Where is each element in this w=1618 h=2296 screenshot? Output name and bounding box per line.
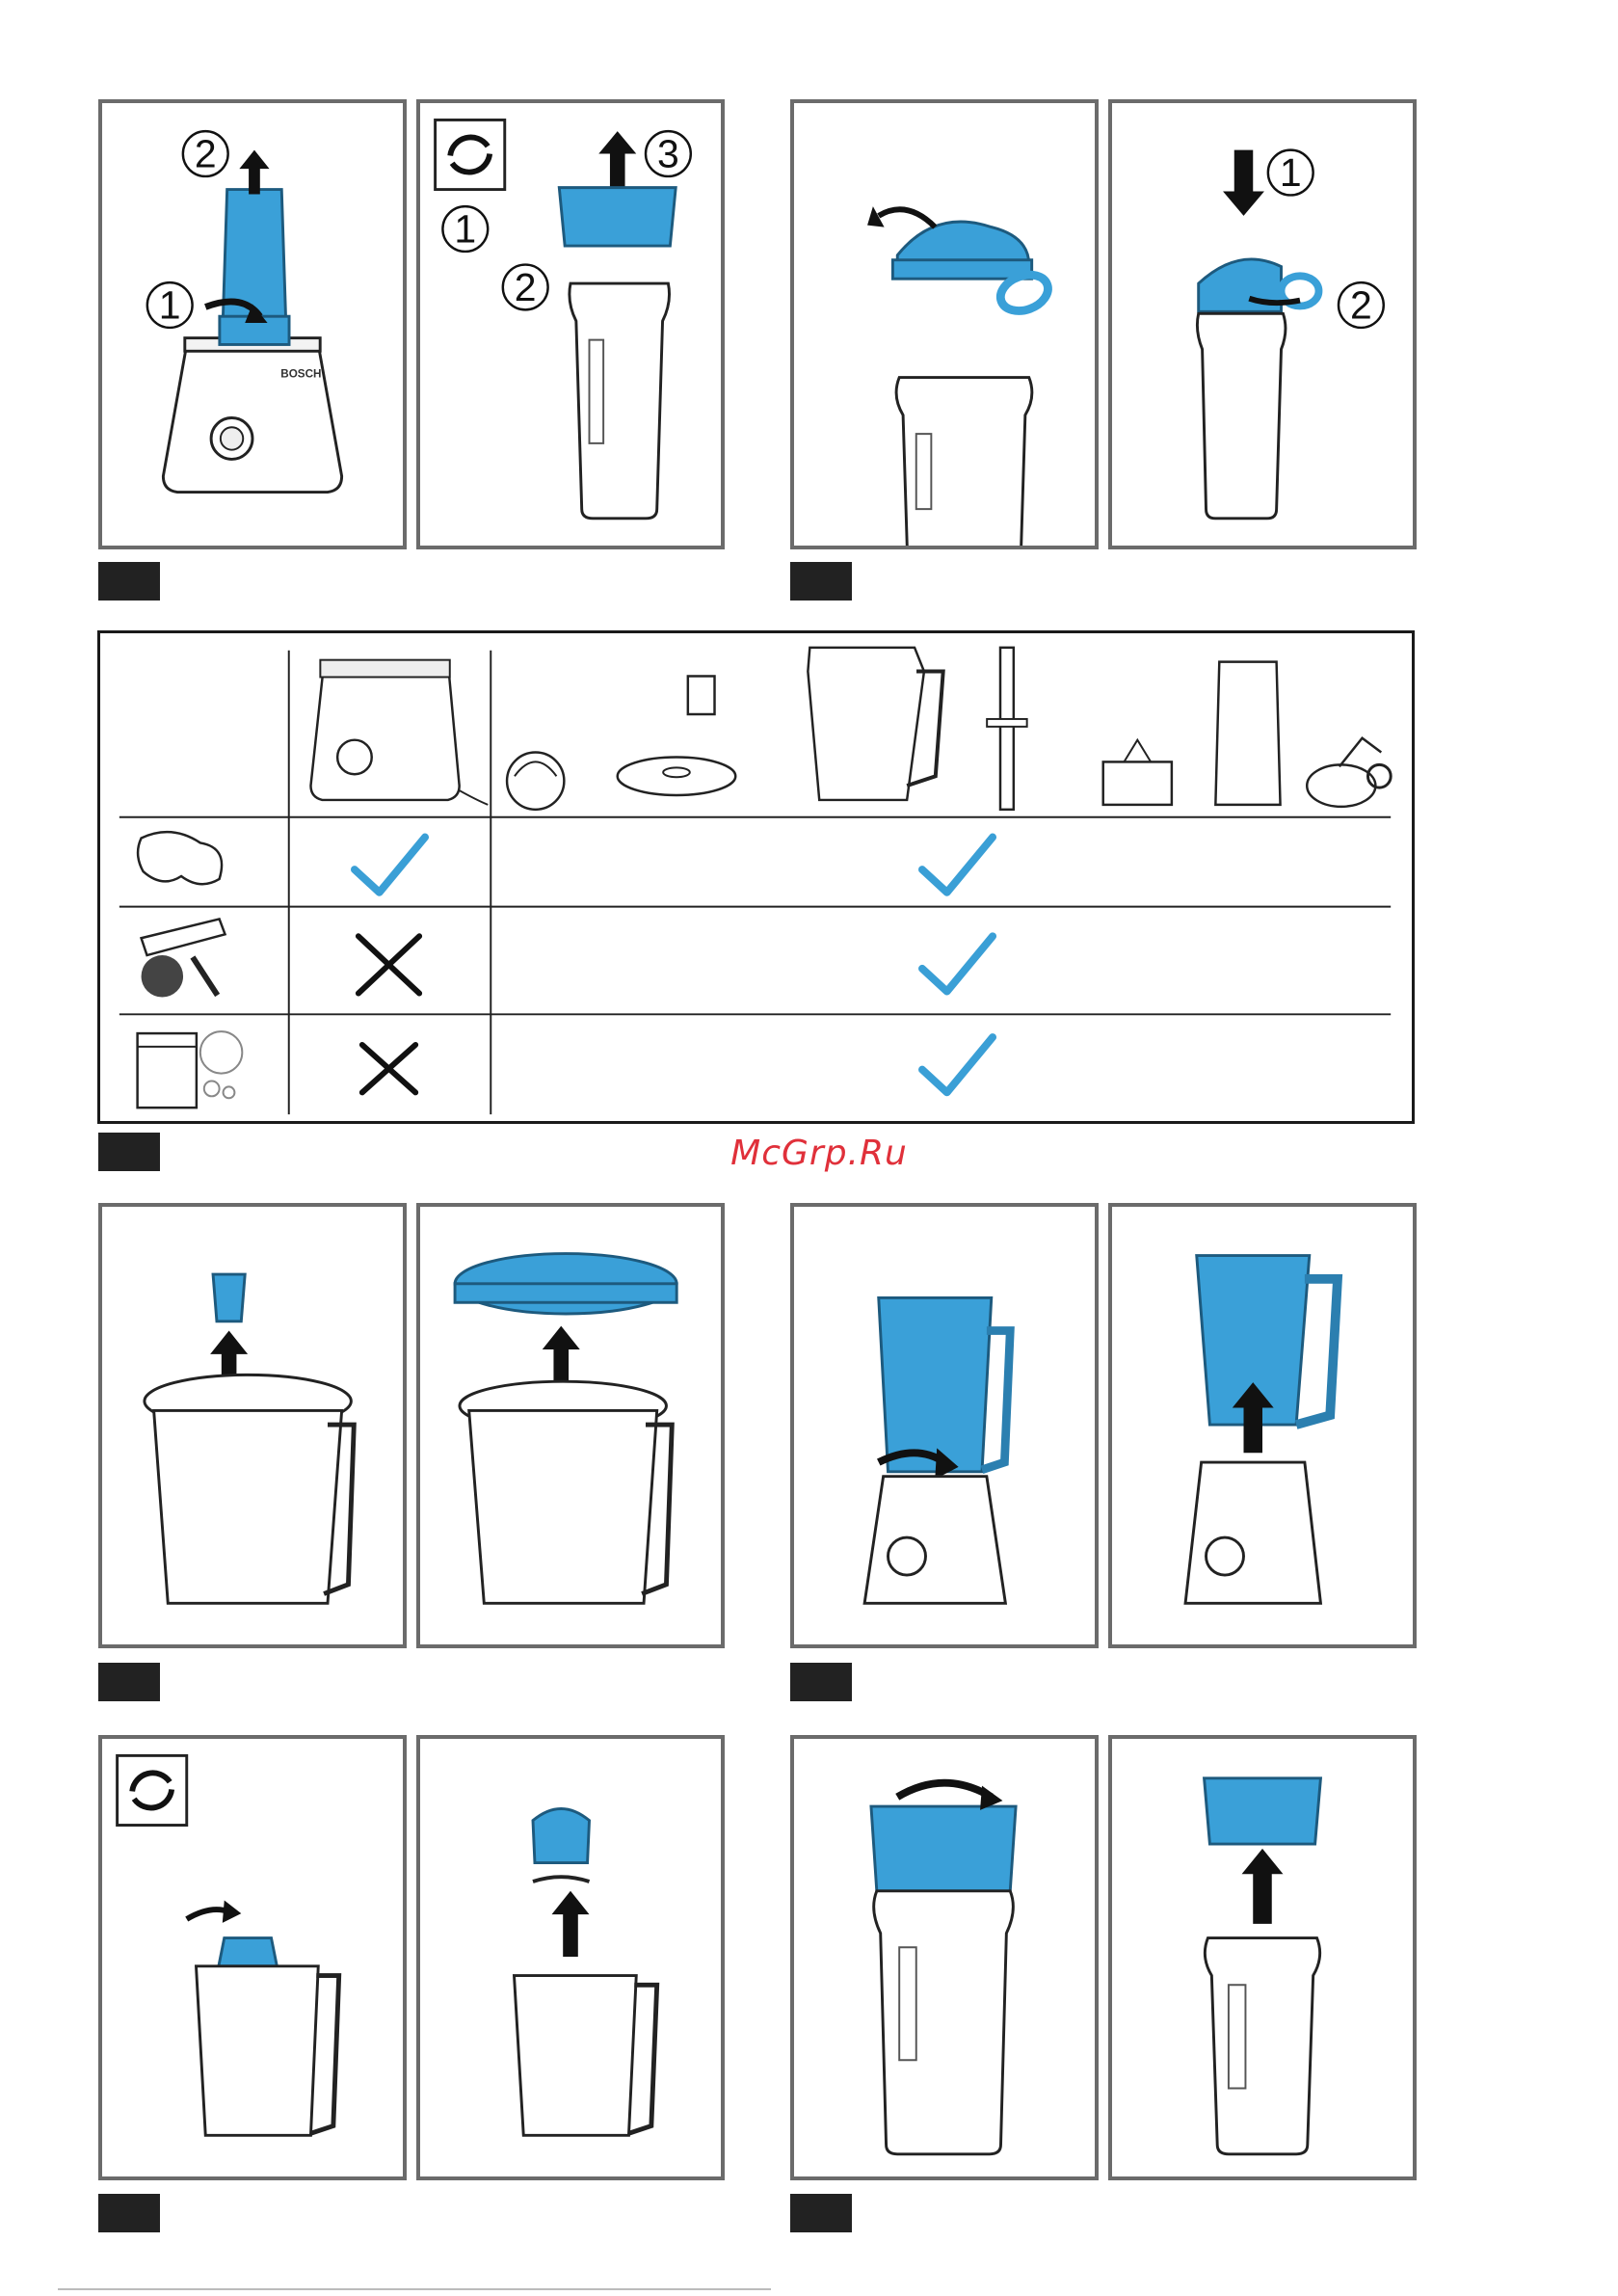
marker-2: 2 [1350, 283, 1372, 328]
tamper-icon [987, 648, 1027, 810]
panel-remove-bottle: BOSCH 2 1 [98, 99, 407, 549]
arrow-up-icon [552, 1891, 590, 1957]
curved-arrow-icon [187, 1909, 229, 1919]
arrow-up-icon [239, 150, 269, 195]
panel-open-bottle-lid [790, 99, 1099, 549]
panel-remove-jug [1108, 1203, 1417, 1648]
illustration-remove-bottle-blade [1112, 1739, 1413, 2176]
panel-close-bottle-lid: 1 2 [1108, 99, 1417, 549]
marker-1: 1 [454, 207, 476, 252]
illustration-remove-jug-lid [420, 1207, 721, 1644]
panel-attach-jug [790, 1203, 1099, 1648]
rotate-arrow-icon [897, 1783, 992, 1798]
illustration-unscrew-bottle-blade [794, 1739, 1095, 2176]
cleaning-table-grid [100, 633, 1412, 1121]
marker-2: 2 [195, 132, 217, 176]
illustration-open-bottle-lid [794, 103, 1095, 546]
step-label-1 [98, 562, 160, 601]
panel-remove-measuring-cup [98, 1203, 407, 1648]
panel-unscrew-bottle-blade [790, 1735, 1099, 2180]
step-label-7 [790, 2194, 852, 2232]
check-icon [355, 837, 425, 892]
illustration-remove-measuring-cup [102, 1207, 403, 1644]
wipe-cloth-icon [138, 832, 222, 884]
illustration-remove-jug [1112, 1207, 1413, 1644]
step-label-5 [790, 1663, 852, 1701]
marker-3: 3 [657, 132, 679, 176]
footer-divider [58, 2288, 771, 2290]
step-label-2 [790, 562, 852, 601]
cleaning-table [97, 630, 1415, 1124]
panel-unlock-jug-blade [98, 1735, 407, 2180]
curved-arrow-icon [879, 209, 936, 227]
illustration-remove-blade: 1 2 3 [420, 103, 721, 546]
arrow-up-icon [543, 1326, 580, 1387]
lid-icon [618, 757, 736, 795]
arrow-down-icon [1223, 150, 1264, 216]
blade-unit-icon [1103, 740, 1172, 805]
check-icon [922, 837, 993, 892]
rotate-arrows-icon [118, 1755, 187, 1825]
cross-icon [362, 1045, 415, 1092]
lid-cap-icon [507, 753, 564, 810]
marker-1: 1 [1280, 150, 1302, 195]
illustration-unlock-jug-blade [102, 1739, 403, 2176]
base-unit-icon [310, 660, 488, 805]
check-icon [922, 936, 993, 991]
step-label-4 [98, 1663, 160, 1701]
brand-label: BOSCH [280, 368, 321, 381]
dishwasher-icon [138, 1031, 243, 1108]
panel-remove-bottle-blade [1108, 1735, 1417, 2180]
bottle-lid-icon [1307, 738, 1391, 807]
illustration-attach-jug [794, 1207, 1095, 1644]
step-label-3 [98, 1133, 160, 1171]
step-label-6 [98, 2194, 160, 2232]
marker-1: 1 [159, 283, 181, 328]
rotate-arrows-icon [436, 120, 505, 189]
illustration-close-bottle-lid: 1 2 [1112, 103, 1413, 546]
arrow-up-icon [1242, 1849, 1284, 1924]
jug-icon [808, 648, 942, 800]
panel-remove-jug-blade [416, 1735, 725, 2180]
hand-wash-brush-icon [142, 919, 225, 997]
illustration-remove-bottle: BOSCH 2 1 [102, 103, 403, 546]
panel-remove-blade: 1 2 3 [416, 99, 725, 549]
watermark-text: McGrp.Ru [675, 1134, 964, 1173]
marker-2: 2 [515, 265, 537, 309]
illustration-remove-jug-blade [420, 1739, 721, 2176]
check-icon [922, 1037, 993, 1092]
cross-icon [358, 936, 419, 993]
panel-remove-jug-lid [416, 1203, 725, 1648]
to-go-bottle-icon [1215, 662, 1280, 805]
measuring-cup-icon [688, 676, 715, 714]
